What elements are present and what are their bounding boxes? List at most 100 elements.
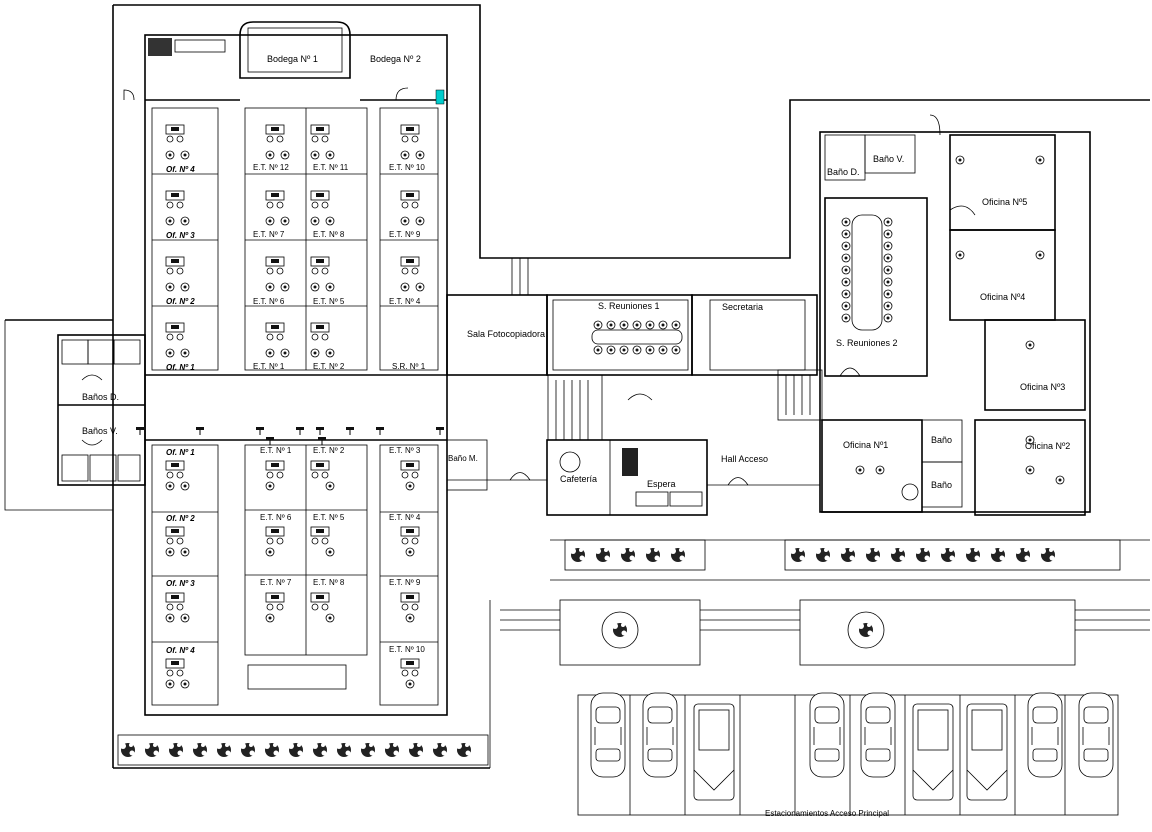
label-of-top-2: Of. Nº 3 — [166, 231, 195, 240]
desk-icon — [165, 256, 185, 275]
label-bano-2: Baño — [931, 480, 952, 490]
label-etb-6: E.T. Nº 6 — [260, 513, 292, 522]
label-of-top-4: Of. Nº 1 — [166, 363, 195, 372]
chair-icon — [265, 282, 275, 292]
label-cafeteria: Cafetería — [560, 474, 597, 484]
chair-icon — [883, 301, 893, 311]
label-bano-m: Baño M. — [448, 454, 478, 463]
label-bodega-2: Bodega Nº 2 — [370, 54, 421, 64]
desk-icon — [400, 124, 420, 143]
label-etb-10: E.T. Nº 10 — [389, 645, 425, 654]
desk-icon — [165, 460, 185, 479]
desk-icon — [265, 592, 285, 611]
label-etb-3: E.T. Nº 3 — [389, 446, 421, 455]
label-estacionamientos: Estacionamientos Acceso Principal — [765, 809, 889, 818]
plant-icon — [670, 548, 685, 562]
chair-icon — [180, 282, 190, 292]
plant-icon — [264, 743, 279, 757]
label-of-top-3: Of. Nº 2 — [166, 297, 195, 306]
lamp-icon — [195, 426, 205, 436]
lamp-icon — [435, 426, 445, 436]
plant-icon — [432, 743, 447, 757]
label-et-11: E.T. Nº 11 — [313, 163, 349, 172]
chair-icon — [165, 348, 175, 358]
label-et-2: E.T. Nº 2 — [313, 362, 345, 371]
lamp-icon — [135, 426, 145, 436]
plant-icon — [815, 548, 830, 562]
site-outline — [4, 4, 1150, 769]
chair-icon — [841, 241, 851, 251]
plant-icon — [360, 743, 375, 757]
meeting-table — [591, 329, 683, 345]
chair-icon — [841, 253, 851, 263]
label-et-7: E.T. Nº 7 — [253, 230, 285, 239]
plant-icon — [595, 548, 610, 562]
label-etb-5: E.T. Nº 5 — [313, 513, 345, 522]
label-et-4: E.T. Nº 4 — [389, 297, 421, 306]
chair-icon — [841, 229, 851, 239]
plant-icon — [240, 743, 255, 757]
chair-icon — [619, 320, 629, 330]
desk-icon — [165, 658, 185, 677]
chair-icon — [841, 217, 851, 227]
chair-icon — [310, 282, 320, 292]
chair-icon — [883, 217, 893, 227]
chair-icon — [165, 216, 175, 226]
plant-icon — [965, 548, 980, 562]
label-of-top-1: Of. Nº 4 — [166, 165, 195, 174]
label-banos-v: Baños V. — [82, 426, 118, 436]
chair-icon — [1025, 340, 1035, 350]
chair-icon — [280, 282, 290, 292]
plant-icon — [120, 743, 135, 757]
label-etb-8: E.T. Nº 8 — [313, 578, 345, 587]
chair-icon — [671, 320, 681, 330]
chair-icon — [593, 320, 603, 330]
chair-icon — [841, 265, 851, 275]
desk-icon — [400, 526, 420, 545]
chair-icon — [265, 348, 275, 358]
label-of-bot-1: Of. Nº 1 — [166, 448, 195, 457]
label-et-5: E.T. Nº 5 — [313, 297, 345, 306]
chair-icon — [400, 216, 410, 226]
plant-icon — [216, 743, 231, 757]
plant-icon — [940, 548, 955, 562]
chair-icon — [883, 289, 893, 299]
desk-icon — [265, 322, 285, 341]
chair-icon — [180, 348, 190, 358]
chair-icon — [400, 150, 410, 160]
label-oficina-4: Oficina Nº4 — [980, 292, 1025, 302]
label-bano-d: Baño D. — [827, 167, 860, 177]
chair-icon — [180, 613, 190, 623]
chair-icon — [180, 216, 190, 226]
chair-icon — [325, 282, 335, 292]
label-et-10: E.T. Nº 10 — [389, 163, 425, 172]
chair-icon — [955, 155, 965, 165]
label-banos-d: Baños D. — [82, 392, 119, 402]
lamp-icon — [345, 426, 355, 436]
label-secretaria: Secretaria — [722, 302, 763, 312]
label-espera: Espera — [647, 479, 676, 489]
chair-icon — [265, 613, 275, 623]
chair-icon — [593, 345, 603, 355]
chair-icon — [400, 282, 410, 292]
chair-icon — [180, 481, 190, 491]
office-furniture — [135, 124, 1065, 689]
chair-icon — [405, 547, 415, 557]
plant-icon — [192, 743, 207, 757]
label-bano-1: Baño — [931, 435, 952, 445]
desk-icon — [310, 124, 330, 143]
desk-icon — [400, 592, 420, 611]
plant-icon — [915, 548, 930, 562]
lamp-icon — [265, 436, 275, 446]
desk-icon — [265, 124, 285, 143]
chair-icon — [883, 277, 893, 287]
lamp-icon — [317, 436, 327, 446]
label-s-reuniones-2: S. Reuniones 2 — [836, 338, 898, 348]
label-sr-1: S.R. Nº 1 — [392, 362, 426, 371]
desk-icon — [165, 124, 185, 143]
plant-icon — [620, 548, 635, 562]
office-grid — [152, 173, 438, 643]
label-oficina-3: Oficina Nº3 — [1020, 382, 1065, 392]
label-hall: Hall Acceso — [721, 454, 768, 464]
right-building — [819, 114, 1091, 516]
